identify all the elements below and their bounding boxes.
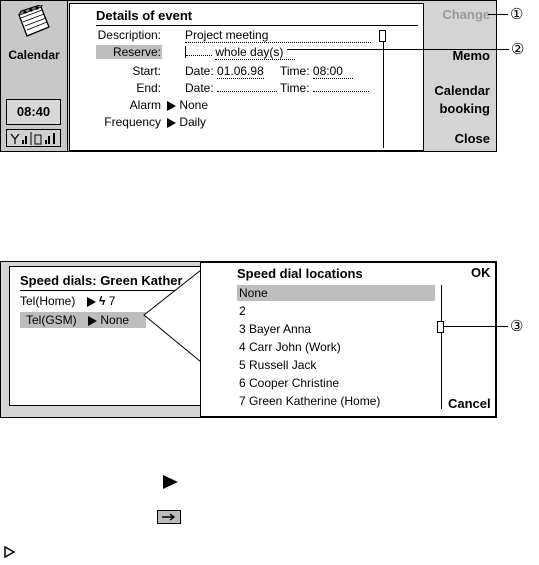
callout-line-3 (444, 326, 508, 327)
start-date-label: Date: (185, 64, 214, 78)
tel-gsm-value: None (100, 313, 130, 327)
text-cursor (185, 46, 186, 58)
reserve-label: Reserve: (112, 45, 161, 59)
end-date-label: Date: (185, 81, 214, 95)
calendar-booking-button[interactable]: Calendar booking (434, 82, 490, 118)
calendar-app-icon (18, 5, 50, 37)
location-option[interactable]: 6 Cooper Christine (239, 376, 340, 390)
calendar-booking-line1: Calendar (434, 83, 490, 98)
description-label: Description: (97, 28, 161, 42)
end-time-field[interactable]: Time: (280, 81, 369, 95)
scrollbar-track[interactable] (441, 285, 442, 409)
change-button[interactable]: Change (442, 7, 490, 22)
frequency-field[interactable]: Daily (167, 115, 206, 129)
reserve-highlight (96, 45, 162, 59)
end-date-value (217, 91, 278, 92)
speed-dial-locations-popup: Speed dial locations OK None 2 3 Bayer A… (200, 262, 496, 417)
start-time-value: 08:00 (312, 64, 353, 79)
right-arrow-icon (162, 513, 176, 521)
calendar-booking-line2: booking (439, 101, 490, 116)
option-arrow-icon (163, 475, 178, 489)
tel-gsm-label: Tel(GSM) (26, 313, 77, 327)
command-bar: Change Memo Calendar booking Close (426, 1, 496, 151)
start-date-field[interactable]: Date: 01.06.98 (185, 64, 264, 79)
start-label: Start: (132, 64, 161, 78)
callout-line-1 (488, 14, 508, 15)
frequency-label: Frequency (104, 115, 161, 129)
app-name-label: Calendar (8, 48, 60, 62)
option-arrow-icon (86, 296, 96, 307)
title-divider (96, 25, 418, 26)
form-title: Details of event (96, 8, 193, 23)
callout-1: ① (510, 6, 524, 23)
popup-pointer (143, 269, 202, 363)
alarm-value: None (179, 98, 209, 112)
tel-home-row[interactable]: Tel(Home) ϟ 7 (20, 294, 115, 308)
end-label: End: (136, 81, 161, 95)
callout-3: ③ (510, 318, 524, 335)
start-time-label: Time: (280, 64, 310, 78)
arrow-key-icon (157, 510, 181, 524)
app-sidebar: Calendar 08:40 (1, 1, 68, 151)
speed-dials-title: Speed dials: Green Kather (20, 273, 183, 288)
option-arrow-icon (88, 315, 98, 326)
close-button[interactable]: Close (454, 131, 490, 146)
location-option[interactable]: 3 Bayer Anna (239, 322, 312, 336)
scrollbar-thumb[interactable] (437, 321, 444, 333)
cancel-button[interactable]: Cancel (448, 396, 491, 411)
scrollbar-track[interactable] (383, 30, 384, 148)
location-option[interactable]: 4 Carr John (Work) (239, 340, 341, 354)
location-option[interactable]: None (237, 285, 435, 301)
alarm-field[interactable]: None (167, 98, 208, 112)
alarm-label: Alarm (129, 98, 161, 112)
description-field[interactable]: Project meeting (185, 28, 371, 43)
start-time-field[interactable]: Time: 08:00 (280, 64, 353, 79)
row-highlight (20, 312, 146, 328)
tel-home-value: 7 (108, 294, 116, 308)
reserve-count (186, 55, 212, 56)
lightning-icon: ϟ (99, 294, 106, 308)
tel-gsm-row[interactable]: Tel(GSM) None (26, 313, 129, 327)
title-divider (20, 290, 240, 291)
reserve-field[interactable]: whole day(s) (185, 45, 296, 60)
callout-line-2 (287, 49, 509, 50)
triangle-bullet-icon (4, 545, 16, 559)
speed-dial-screen: Speed dials: Green Kather Tel(Home) ϟ 7 … (0, 261, 497, 418)
tel-home-label: Tel(Home) (20, 294, 76, 308)
end-date-field[interactable]: Date: (185, 81, 278, 95)
end-time-value (312, 91, 369, 92)
end-time-label: Time: (280, 81, 310, 95)
start-date-value: 01.06.98 (217, 64, 264, 79)
ok-button[interactable]: OK (471, 265, 491, 280)
scrollbar-thumb[interactable] (379, 30, 386, 42)
memo-button[interactable]: Memo (452, 48, 490, 63)
calendar-screen: Calendar 08:40 Details of event Descript… (0, 0, 497, 152)
location-option[interactable]: 2 (239, 304, 246, 318)
frequency-value: Daily (179, 115, 207, 129)
option-arrow-icon (167, 117, 176, 128)
signal-battery-icon (10, 132, 55, 145)
location-option[interactable]: 5 Russell Jack (239, 358, 317, 372)
clock: 08:40 (6, 99, 61, 125)
popup-title: Speed dial locations (237, 266, 363, 281)
event-details-form: Details of event Description: Project me… (69, 3, 424, 151)
option-arrow-icon (167, 100, 176, 111)
location-option[interactable]: 7 Green Katherine (Home) (239, 394, 381, 408)
reserve-value: whole day(s) (215, 45, 296, 60)
description-value: Project meeting (185, 28, 371, 43)
status-indicators (6, 129, 61, 147)
callout-2: ② (511, 41, 525, 58)
